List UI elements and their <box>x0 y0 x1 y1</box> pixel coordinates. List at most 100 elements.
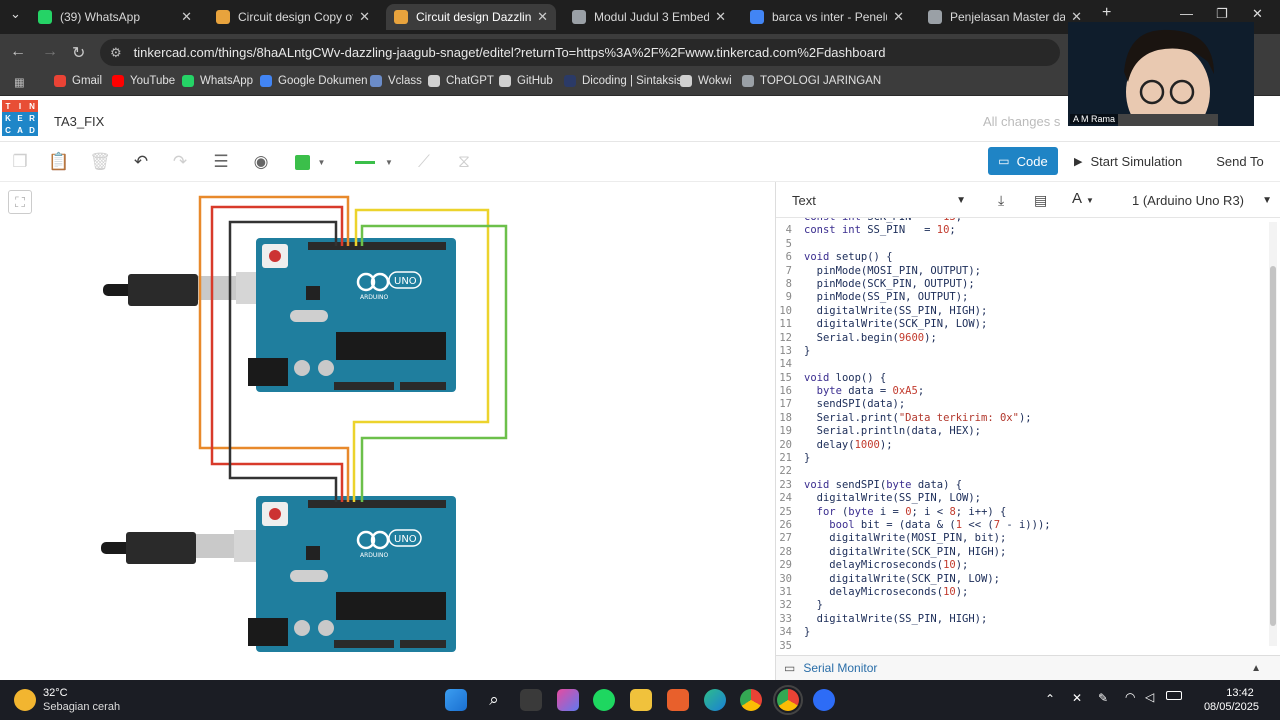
notes-icon[interactable]: ☰ <box>213 152 229 171</box>
start-simulation-button[interactable]: ▶ Start Simulation <box>1066 147 1196 175</box>
code-line[interactable]: 30 digitalWrite(SCK_PIN, LOW); <box>776 573 1268 586</box>
code-line[interactable]: 18 Serial.print("Data terkirim: 0x"); <box>776 412 1268 425</box>
browser-tab[interactable]: Circuit design Copy of Daz✕ <box>208 4 378 30</box>
new-tab-button[interactable]: + <box>1102 4 1112 21</box>
code-line[interactable]: 27 digitalWrite(MOSI_PIN, bit); <box>776 532 1268 545</box>
address-bar[interactable]: ⚙ tinkercad.com/things/8haALntgCWv-dazzl… <box>100 39 1060 66</box>
rotate-icon[interactable]: ⟋ <box>418 152 430 171</box>
code-line[interactable]: 31 delayMicroseconds(10); <box>776 586 1268 599</box>
close-tab-icon[interactable]: ✕ <box>1071 9 1082 24</box>
clock-time[interactable]: 13:42 <box>1226 687 1254 699</box>
bookmark-item[interactable]: Dicoding | Sintaksis <box>564 75 682 87</box>
serial-monitor-bar[interactable]: ▭ Serial Monitor ▲ <box>776 655 1280 680</box>
battery-icon[interactable] <box>1166 691 1182 700</box>
copilot-icon[interactable] <box>557 689 579 711</box>
browser-tab[interactable]: Modul Judul 3 Embedded✕ <box>564 4 734 30</box>
close-tab-icon[interactable]: ✕ <box>893 9 904 24</box>
close-tab-icon[interactable]: ✕ <box>359 9 370 24</box>
code-line[interactable]: 13} <box>776 345 1268 358</box>
back-icon[interactable]: ← <box>10 43 26 60</box>
windows-start-icon[interactable] <box>445 689 467 711</box>
redo-icon[interactable]: ↷ <box>172 152 188 171</box>
delete-icon[interactable]: 🗑 <box>89 152 111 171</box>
wire-yellow[interactable] <box>352 208 490 502</box>
workplane-canvas[interactable]: ⛶ <box>0 182 775 680</box>
search-icon[interactable]: ⌕ <box>489 690 499 709</box>
code-line[interactable]: 5 <box>776 238 1268 251</box>
arduino-board-top[interactable]: ARDUINO UNO <box>248 238 456 392</box>
browser-tab[interactable]: Circuit design Dazzling Jaa✕ <box>386 4 556 30</box>
font-size-icon[interactable]: A▼ <box>1072 190 1094 207</box>
code-line[interactable]: 32 } <box>776 599 1268 612</box>
browser-tab[interactable]: (39) WhatsApp✕ <box>30 4 200 30</box>
copy-icon[interactable]: ❐ <box>12 152 28 171</box>
wire-red[interactable] <box>210 205 344 502</box>
weather-icon[interactable] <box>14 689 36 711</box>
code-line[interactable]: 25 for (byte i = 0; i < 8; i++) { <box>776 506 1268 519</box>
apps-grid-icon[interactable]: ▦ <box>14 77 25 89</box>
maximize-icon[interactable]: ❐ <box>1216 6 1228 21</box>
code-line[interactable]: const int SCK_PIN = 13; <box>776 218 1268 224</box>
wifi-icon[interactable]: ◠ <box>1125 690 1136 704</box>
bookmark-item[interactable]: TOPOLOGI JARINGAN <box>742 75 881 87</box>
minimize-icon[interactable]: — <box>1180 6 1193 21</box>
site-info-icon[interactable]: ⚙ <box>110 44 122 60</box>
code-line[interactable]: 35 <box>776 640 1268 652</box>
bookmark-item[interactable]: WhatsApp <box>182 75 253 87</box>
code-line[interactable]: 8 pinMode(SCK_PIN, OUTPUT); <box>776 278 1268 291</box>
bookmark-item[interactable]: YouTube <box>112 75 175 87</box>
wire-type-picker[interactable]: ▼ <box>352 150 396 174</box>
upload-icon[interactable]: ▤ <box>1034 192 1048 208</box>
scrollbar-thumb[interactable] <box>1270 266 1276 626</box>
code-line[interactable]: 24 digitalWrite(SS_PIN, LOW); <box>776 492 1268 505</box>
chrome-icon[interactable] <box>740 689 762 711</box>
browser-tab[interactable]: Penjelasan Master dan Sla✕ <box>920 4 1090 30</box>
bookmark-item[interactable]: ChatGPT <box>428 75 494 87</box>
code-button[interactable]: ▭ Code <box>988 147 1058 175</box>
tray-overflow-icon[interactable]: ⌃ <box>1045 692 1056 706</box>
code-line[interactable]: 29 delayMicroseconds(10); <box>776 559 1268 572</box>
chrome-active-icon[interactable] <box>773 685 803 715</box>
code-line[interactable]: 22 <box>776 465 1268 478</box>
clock-date[interactable]: 08/05/2025 <box>1203 701 1259 713</box>
reload-icon[interactable]: ↻ <box>72 45 86 62</box>
code-line[interactable]: 19 Serial.println(data, HEX); <box>776 425 1268 438</box>
weather-temperature[interactable]: 32°C <box>43 687 68 699</box>
language-icon[interactable]: ✎ <box>1098 691 1109 705</box>
browser-tab[interactable]: barca vs inter - Penelusura✕ <box>742 4 912 30</box>
code-line[interactable]: 7 pinMode(MOSI_PIN, OUTPUT); <box>776 265 1268 278</box>
device-select[interactable]: 1 (Arduino Uno R3) ▼ <box>1126 188 1276 212</box>
close-tab-icon[interactable]: ✕ <box>715 9 726 24</box>
bookmark-item[interactable]: Wokwi <box>680 75 732 87</box>
close-window-icon[interactable]: ✕ <box>1252 6 1263 21</box>
code-mode-select[interactable]: Text ▼ <box>784 188 972 212</box>
code-line[interactable]: 11 digitalWrite(SCK_PIN, LOW); <box>776 318 1268 331</box>
spotify-icon[interactable] <box>593 689 615 711</box>
xampp-icon[interactable] <box>667 689 689 711</box>
code-line[interactable]: 26 bool bit = (data & (1 << (7 - i))); <box>776 519 1268 532</box>
code-line[interactable]: 21} <box>776 452 1268 465</box>
edge-icon[interactable] <box>704 689 726 711</box>
wire-orange[interactable] <box>198 195 350 502</box>
volume-icon[interactable]: ◁ <box>1145 690 1155 704</box>
code-line[interactable]: 20 delay(1000); <box>776 439 1268 452</box>
bookmark-item[interactable]: GitHub <box>499 75 553 87</box>
fit-view-icon[interactable]: ⛶ <box>8 190 32 214</box>
code-line[interactable]: 34} <box>776 626 1268 639</box>
code-line[interactable]: 28 digitalWrite(SCK_PIN, HIGH); <box>776 546 1268 559</box>
download-icon[interactable]: ⤓ <box>998 192 1005 208</box>
send-to-button[interactable]: Send To <box>1205 147 1275 175</box>
color-picker[interactable]: ▼ <box>292 150 328 174</box>
chevron-up-icon[interactable]: ▲ <box>1251 662 1261 674</box>
task-view-icon[interactable] <box>520 689 542 711</box>
close-tab-icon[interactable]: ✕ <box>181 9 192 24</box>
code-line[interactable]: 9 pinMode(SS_PIN, OUTPUT); <box>776 291 1268 304</box>
zoom-icon[interactable] <box>813 689 835 711</box>
weather-description[interactable]: Sebagian cerah <box>43 701 121 713</box>
